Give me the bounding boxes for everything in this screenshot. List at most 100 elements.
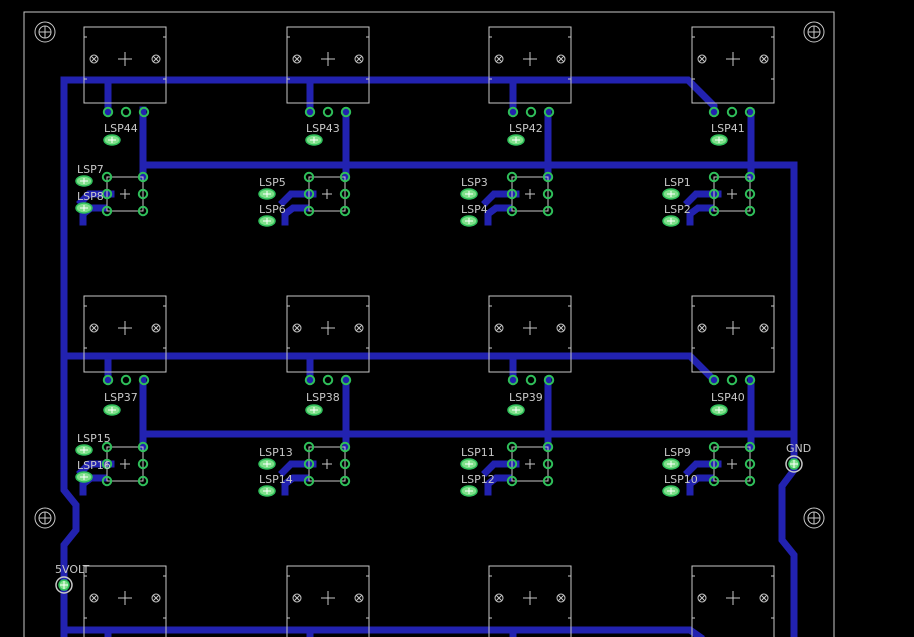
label-lsp39[interactable]: LSP39 [509, 391, 543, 404]
pad [120, 106, 132, 118]
pad [303, 458, 315, 470]
switch-footprint [713, 446, 751, 482]
label-lsp5[interactable]: LSP5 [259, 176, 286, 189]
trace [686, 204, 714, 226]
module-outline [691, 565, 775, 637]
module-hole-x [355, 324, 363, 332]
label-lsp4[interactable]: LSP4 [461, 203, 488, 216]
pad [507, 106, 519, 118]
module-hole [697, 323, 707, 333]
label-lsp40[interactable]: LSP40 [711, 391, 745, 404]
module-hole-x [495, 55, 503, 63]
module-hole [354, 323, 364, 333]
module-frame [286, 565, 370, 637]
module-hole-x [293, 324, 301, 332]
trace [60, 352, 719, 385]
module-hole-x [557, 55, 565, 63]
label-lsp44[interactable]: LSP44 [104, 122, 138, 135]
switch-footprint [106, 176, 144, 212]
module-hole-x [760, 324, 768, 332]
label-lsp15[interactable]: LSP15 [77, 432, 111, 445]
label-lsp16[interactable]: LSP16 [77, 459, 111, 472]
pad [542, 475, 554, 487]
pad [340, 374, 352, 386]
label-lsp6[interactable]: LSP6 [259, 203, 286, 216]
module-hole-x [355, 594, 363, 602]
pad [506, 441, 518, 453]
pad [101, 458, 113, 470]
pad [506, 188, 518, 200]
pad [303, 171, 315, 183]
trace [60, 76, 718, 116]
label-lsp7[interactable]: LSP7 [77, 163, 104, 176]
pad [525, 106, 537, 118]
label-lsp13[interactable]: LSP13 [259, 446, 293, 459]
module-outline [83, 565, 167, 637]
label-lsp43[interactable]: LSP43 [306, 122, 340, 135]
pad [101, 171, 113, 183]
pad [542, 458, 554, 470]
mounting-hole [803, 21, 825, 43]
pad [303, 441, 315, 453]
pad [322, 106, 334, 118]
module-hole [151, 54, 161, 64]
trace [778, 302, 798, 637]
pad [339, 475, 351, 487]
module-hole [89, 323, 99, 333]
label-lsp41[interactable]: LSP41 [711, 122, 745, 135]
module-hole-x [355, 55, 363, 63]
switch-footprint [106, 446, 144, 482]
pad [339, 205, 351, 217]
pad [506, 171, 518, 183]
label-lsp3[interactable]: LSP3 [461, 176, 488, 189]
module-hole [292, 323, 302, 333]
label-lsp37[interactable]: LSP37 [104, 391, 138, 404]
trace [139, 106, 798, 306]
label-lsp9[interactable]: LSP9 [664, 446, 691, 459]
label-lsp12[interactable]: LSP12 [461, 473, 495, 486]
module-hole [354, 593, 364, 603]
pad [542, 205, 554, 217]
pad [101, 205, 113, 217]
label-lsp8[interactable]: LSP8 [77, 190, 104, 203]
label-lsp38[interactable]: LSP38 [306, 391, 340, 404]
pad [744, 458, 756, 470]
module-hole [354, 54, 364, 64]
pad [708, 441, 720, 453]
pad [506, 458, 518, 470]
label-lsp10[interactable]: LSP10 [664, 473, 698, 486]
module-hole [292, 593, 302, 603]
pad [101, 475, 113, 487]
label-gnd[interactable]: GND [786, 442, 811, 455]
module-hole [151, 323, 161, 333]
switch-frame [511, 446, 549, 482]
pad [726, 374, 738, 386]
pad [303, 475, 315, 487]
label-lsp14[interactable]: LSP14 [259, 473, 293, 486]
module-hole-x [698, 55, 706, 63]
pad [322, 374, 334, 386]
trace [686, 474, 714, 496]
module-hole-x [760, 594, 768, 602]
module-hole-x [90, 594, 98, 602]
pad [137, 475, 149, 487]
pad [137, 458, 149, 470]
copper-traces [60, 76, 798, 637]
module-frame [691, 565, 775, 637]
module-hole [759, 323, 769, 333]
module-hole-x [90, 324, 98, 332]
label-5volt[interactable]: 5VOLT [55, 563, 90, 576]
module-frame [691, 295, 775, 373]
label-lsp1[interactable]: LSP1 [664, 176, 691, 189]
mounting-holes [34, 21, 825, 529]
pad [137, 205, 149, 217]
pad [137, 441, 149, 453]
label-lsp42[interactable]: LSP42 [509, 122, 543, 135]
switch-footprint [308, 176, 346, 212]
label-lsp2[interactable]: LSP2 [664, 203, 691, 216]
trace [60, 626, 705, 637]
pad [744, 374, 756, 386]
label-lsp11[interactable]: LSP11 [461, 446, 495, 459]
pad [137, 171, 149, 183]
module-frame [691, 26, 775, 104]
